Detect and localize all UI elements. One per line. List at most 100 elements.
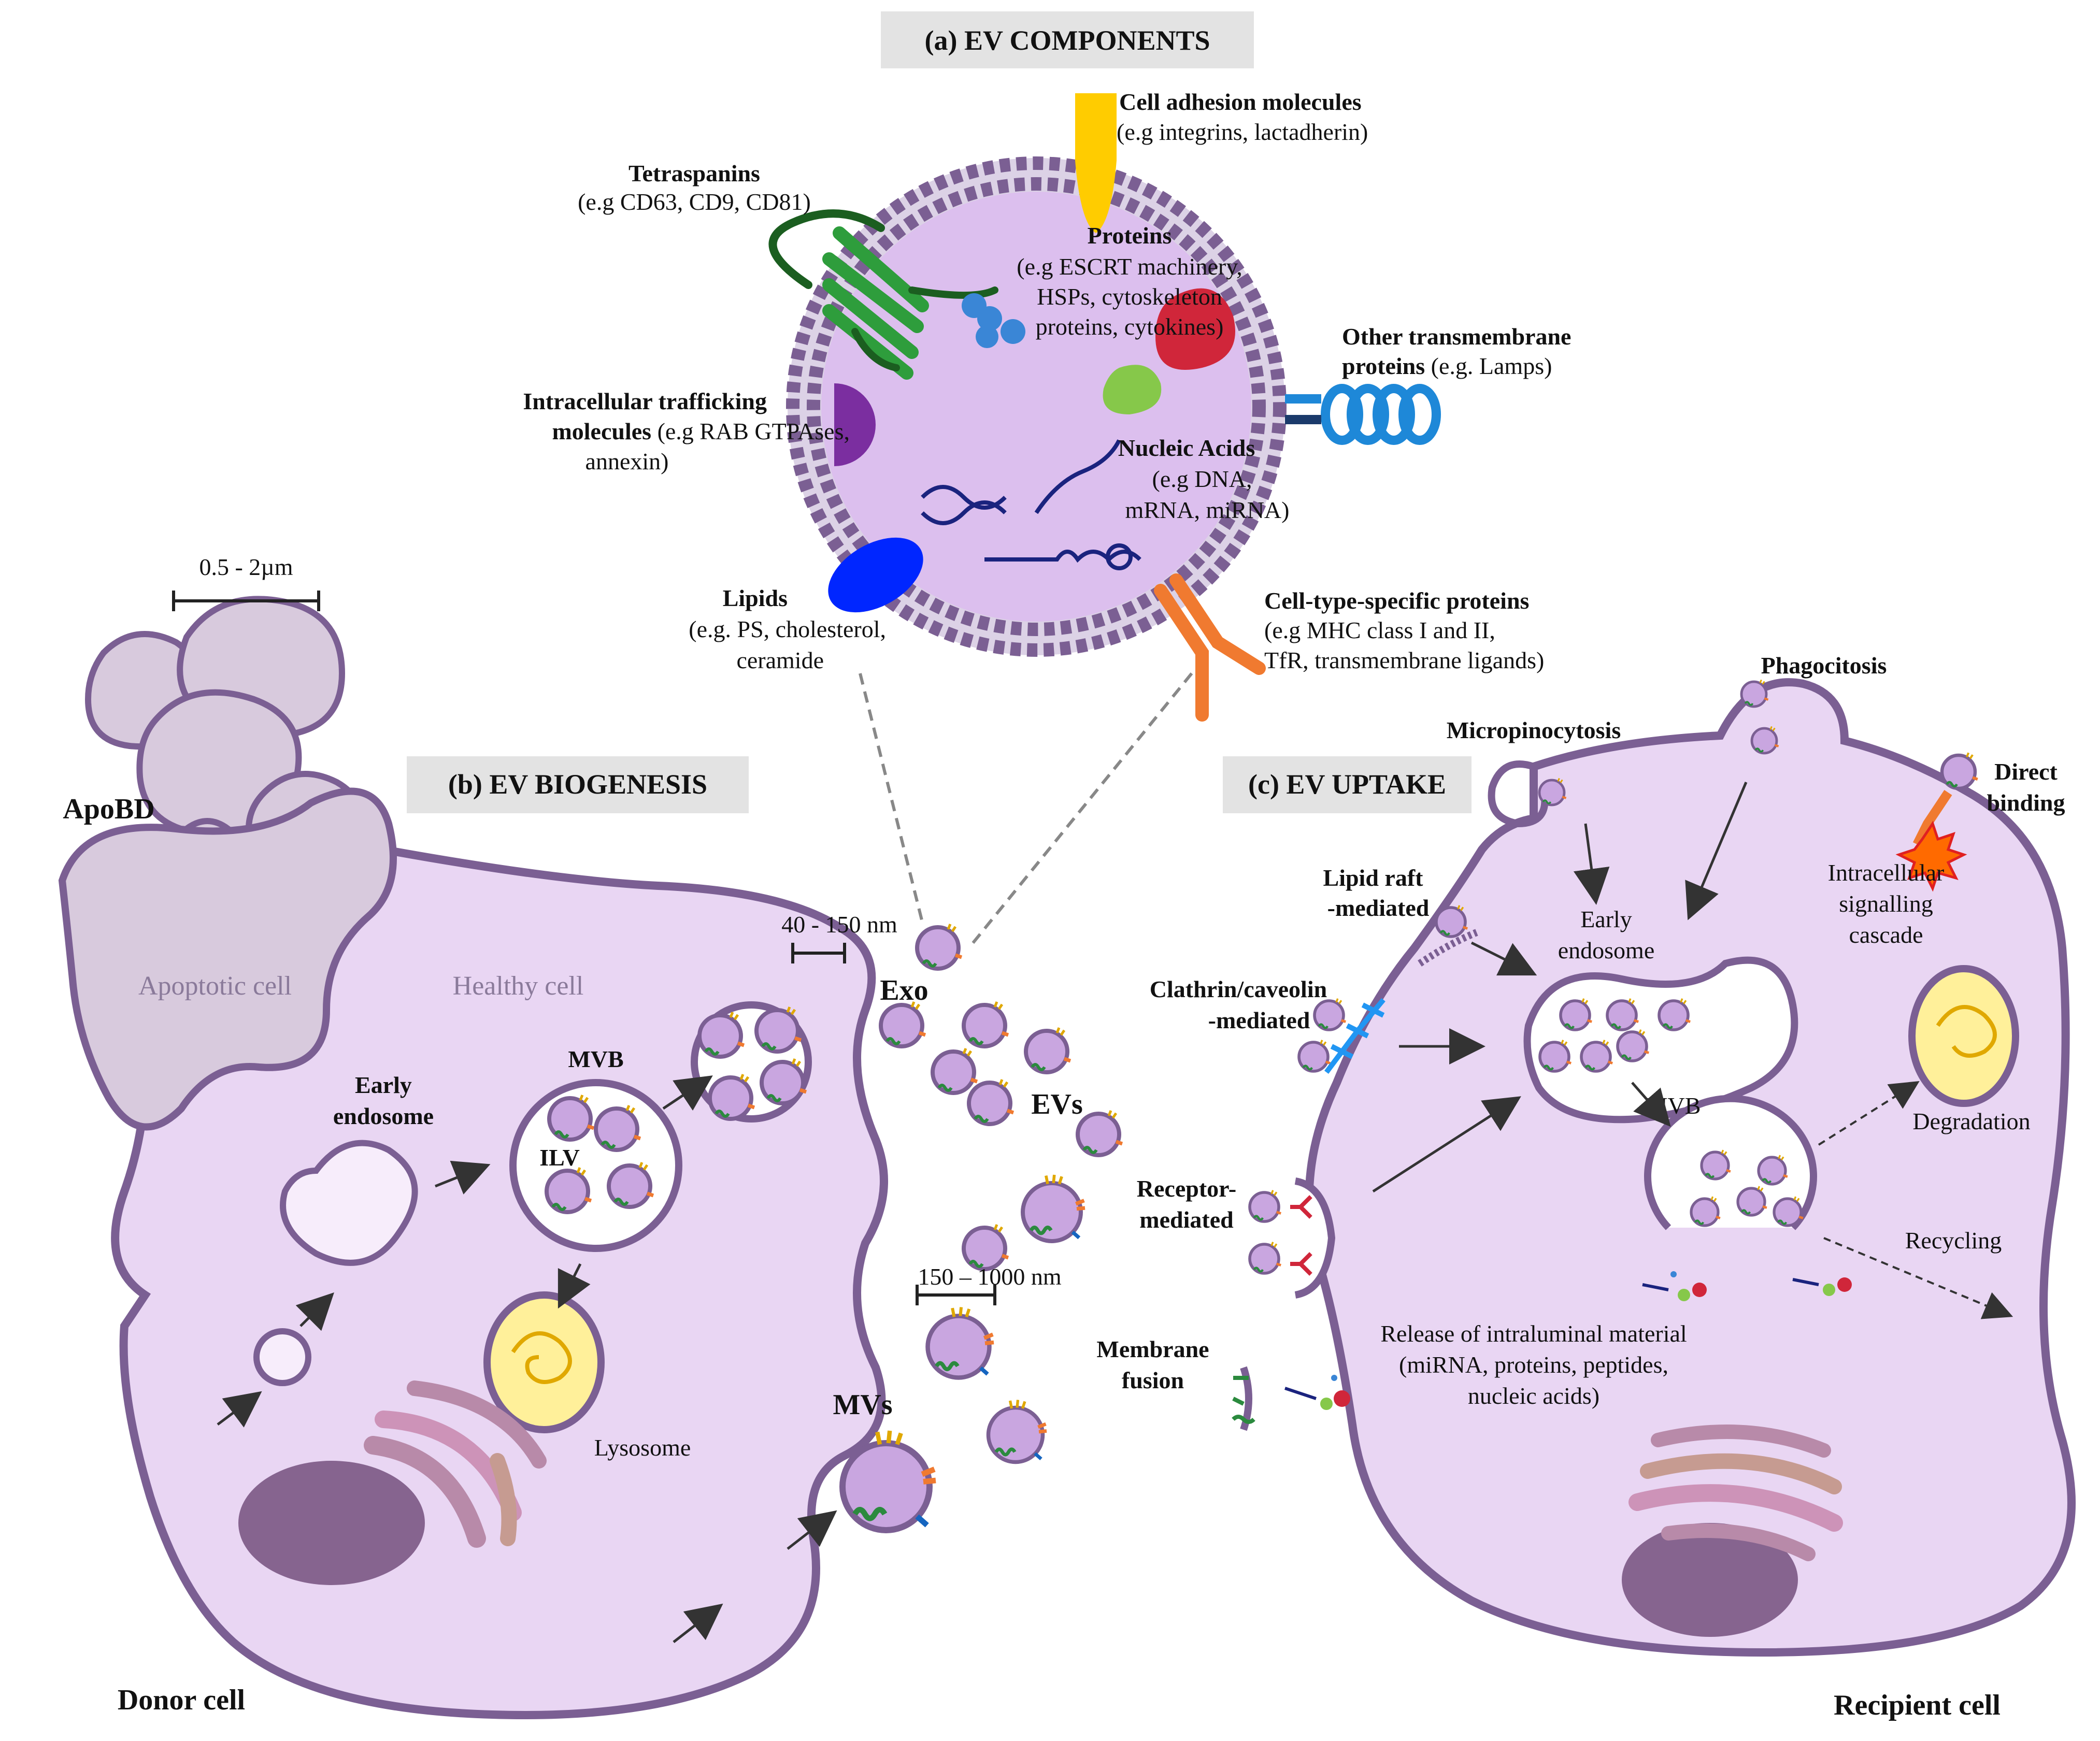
receptor-ev (1250, 1242, 1281, 1273)
lipid-icon (828, 537, 923, 613)
recipient-mvb-label: MVB (1647, 1092, 1701, 1119)
clathrin-label2: -mediated (1208, 1007, 1310, 1033)
direct-binding-receptor (1912, 790, 1952, 847)
adhesion-sub: (e.g integrins, lactadherin) (1117, 119, 1368, 145)
fusion-label2: fusion (1122, 1367, 1184, 1393)
lysosome-label: Lysosome (594, 1434, 691, 1461)
direct-binding-ev (1942, 753, 1978, 788)
donor-early-label1: Early (355, 1072, 412, 1098)
proteins-line1: (e.g ESCRT machinery, (1017, 253, 1242, 280)
receptor-icons (1290, 1195, 1312, 1276)
scale-apo-label: 0.5 - 2µm (199, 554, 293, 580)
micropinocytosis-ruffle (1488, 760, 1549, 828)
lipid-raft-label1: Lipid raft (1323, 865, 1424, 891)
recipient-early-endosome (1523, 956, 1798, 1124)
signalling-label2: signalling (1839, 890, 1933, 917)
scale-mv-label: 150 – 1000 nm (918, 1263, 1062, 1290)
recipient-lysosome (1908, 965, 2019, 1107)
direct-binding-label2: binding (1987, 789, 2065, 816)
transmembrane-coil-icon (1285, 384, 1441, 445)
healthy-cell-label: Healthy cell (453, 971, 584, 1001)
donor-lysosome (483, 1291, 605, 1433)
mv-vesicle (928, 1307, 994, 1378)
signalling-label1: Intracellular (1828, 859, 1945, 886)
scale-bar-exo (791, 943, 846, 963)
exo-vesicle (964, 1225, 1008, 1269)
clathrin-coat (1324, 998, 1385, 1074)
celltype-title: Cell-type-specific proteins (1264, 587, 1529, 614)
receptor-label2: mediated (1139, 1206, 1234, 1233)
panel-a-header-bg (881, 11, 1254, 68)
exo-vesicle (969, 1080, 1013, 1124)
ev-structure (786, 156, 1287, 657)
recipient-lysosome-swirl (1936, 1005, 1997, 1058)
endocytic-vesicle (253, 1328, 311, 1386)
exo-label: Exo (880, 974, 928, 1006)
trafficking-molecule-icon (834, 383, 876, 466)
exo-vesicle (1078, 1111, 1122, 1155)
proteins-line3: proteins, cytokines) (1036, 313, 1224, 340)
donor-nucleus (238, 1461, 425, 1585)
other-transmembrane-sub: proteins (e.g. Lamps) (1342, 353, 1552, 379)
proteins-line2: HSPs, cytoskeleton (1037, 283, 1222, 310)
donor-early-endosome (280, 1140, 418, 1266)
apobd-label: ApoBD (63, 793, 154, 825)
cell-type-protein-icon (1154, 573, 1266, 722)
lipids-line1: (e.g. PS, cholesterol, (689, 616, 886, 642)
degradation-label: Degradation (1912, 1108, 2030, 1134)
trafficking-line3: annexin) (585, 448, 669, 474)
uptake-arrows (1372, 782, 1748, 1193)
panel-a-header: (a) EV COMPONENTS (924, 25, 1210, 56)
nucleic-title: Nucleic Acids (1118, 435, 1255, 461)
panel-c-header-bg (1223, 756, 1472, 813)
nucleic-line2: mRNA, miRNA) (1125, 497, 1290, 523)
panel-b-header-bg (407, 756, 749, 813)
lipid-raft-label2: -mediated (1327, 895, 1430, 921)
clathrin-label1: Clathrin/caveolin (1150, 976, 1327, 1002)
donor-golgi (364, 1380, 547, 1548)
exo-vesicle (881, 1002, 925, 1046)
scale-bar-mv (916, 1285, 996, 1305)
release-label2: (miRNA, proteins, peptides, (1399, 1351, 1668, 1378)
recipient-golgi (1628, 1425, 1843, 1561)
lipids-line2: ceramide (736, 647, 824, 673)
clathrin-ev (1315, 999, 1346, 1030)
apoptotic-cell (58, 787, 397, 1131)
zoom-lines (859, 672, 1193, 949)
clathrin-ev (1299, 1040, 1330, 1071)
mv-vesicle (1023, 1175, 1085, 1241)
mv-vesicle (989, 1400, 1047, 1462)
fusion-proteins (1232, 1376, 1255, 1424)
ilv-label: ILV (539, 1144, 580, 1171)
donor-cell-label: Donor cell (118, 1684, 245, 1716)
scale-exo-label: 40 - 150 nm (781, 911, 897, 938)
evs-label: EVs (1031, 1088, 1083, 1120)
other-transmembrane-title: Other transmembrane (1342, 323, 1571, 350)
uptake-dashed-arrows (1818, 1081, 2013, 1319)
adhesion-molecule-icon (1075, 93, 1117, 233)
direct-binding-label1: Direct (1994, 758, 2058, 785)
mvs-label: MVs (833, 1389, 892, 1421)
protein-blobs (962, 288, 1235, 414)
recipient-nucleus (1622, 1523, 1798, 1637)
fusion-label1: Membrane (1096, 1336, 1209, 1362)
trafficking-line2: molecules (e.g RAB GTPAses, (552, 418, 850, 444)
trafficking-title: Intracellular trafficking (523, 388, 767, 414)
released-cargo (1284, 1271, 1852, 1410)
donor-early-label2: endosome (333, 1103, 434, 1129)
phagocytosis-label: Phagocitosis (1761, 652, 1887, 679)
release-label3: nucleic acids) (1468, 1383, 1599, 1409)
tetraspanin-icon (768, 209, 998, 380)
celltype-line1: (e.g MHC class I and II, (1264, 617, 1495, 643)
lysosome-swirl (511, 1331, 572, 1384)
donor-arrows (217, 1075, 837, 1643)
lipids-title: Lipids (723, 585, 788, 611)
recipient-early-label1: Early (1580, 906, 1632, 932)
panel-b-header: (b) EV BIOGENESIS (448, 769, 707, 800)
scale-bar-apo (172, 591, 320, 611)
recipient-cell-label: Recipient cell (1834, 1689, 2001, 1721)
recipient-early-label2: endosome (1558, 937, 1655, 963)
nucleic-line1: (e.g DNA, (1152, 466, 1252, 492)
exo-vesicle (964, 1002, 1008, 1046)
tetraspanins-title: Tetraspanins (628, 160, 760, 186)
